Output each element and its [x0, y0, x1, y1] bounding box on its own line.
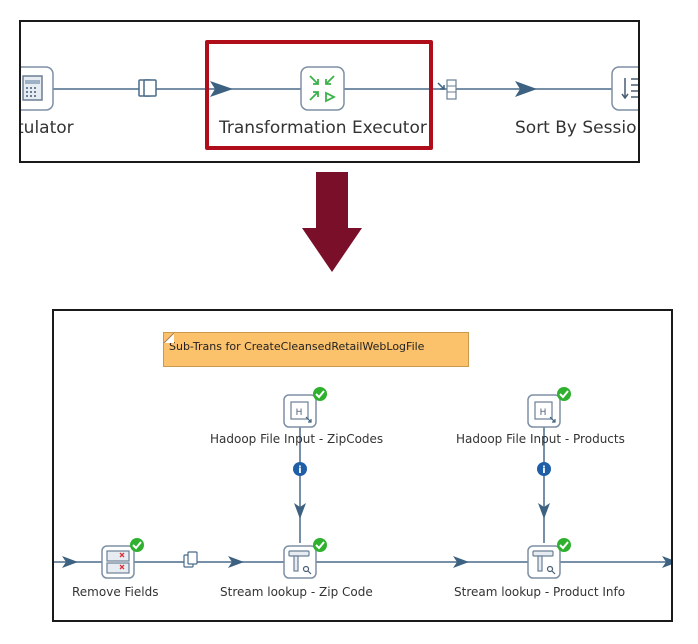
sub-transformation-canvas: Sub-Trans for CreateCleansedRetailWebLog… — [52, 309, 673, 622]
step-label-stream-lookup-zip: Stream lookup - Zip Code — [220, 585, 373, 599]
step-label-hadoop-products: Hadoop File Input - Products — [456, 432, 625, 446]
step-label-remove-fields: Remove Fields — [72, 585, 159, 599]
note-text: Sub-Trans for CreateCleansedRetailWebLog… — [169, 340, 425, 353]
transformation-executor-icon[interactable] — [300, 66, 345, 111]
highlight-box — [205, 40, 433, 150]
step-label-hadoop-zipcodes: Hadoop File Input - ZipCodes — [210, 432, 384, 446]
svg-text:H: H — [296, 408, 303, 418]
hop-arrowhead — [515, 81, 537, 97]
svg-text:H: H — [540, 408, 547, 418]
step-label-calculator: tulator — [19, 118, 74, 138]
hop-arrowhead — [662, 556, 671, 568]
bottom-hops-layer: i i H H — [54, 387, 671, 579]
calculator-icon[interactable] — [21, 66, 54, 111]
hop-arrowhead — [453, 556, 469, 568]
success-check-icon — [130, 538, 144, 552]
info-badge-icon[interactable]: i — [293, 462, 307, 476]
success-check-icon — [313, 538, 327, 552]
success-check-icon — [313, 387, 327, 401]
stream-lookup-product-info-step[interactable] — [527, 538, 571, 579]
copy-rows-icon[interactable] — [183, 551, 198, 568]
stream-lookup-zip-code-step[interactable] — [283, 538, 327, 579]
hop-arrowhead — [538, 503, 550, 519]
result-rows-icon[interactable] — [437, 79, 457, 100]
hadoop-file-input-products-step[interactable]: H — [527, 387, 571, 428]
note-fold-icon — [164, 333, 174, 343]
svg-text:i: i — [542, 465, 545, 476]
step-label-transformation-executor: Transformation Executor — [219, 118, 427, 138]
step-label-stream-lookup-product: Stream lookup - Product Info — [454, 585, 626, 599]
info-badge-icon[interactable]: i — [537, 462, 551, 476]
hop-arrowhead — [294, 503, 306, 519]
sort-rows-icon[interactable] — [611, 66, 640, 111]
hadoop-file-input-zipcodes-step[interactable]: H — [283, 387, 327, 428]
hop-arrowhead — [62, 556, 78, 568]
sub-trans-note[interactable]: Sub-Trans for CreateCleansedRetailWebLog… — [163, 332, 469, 367]
down-arrow-icon — [302, 172, 362, 272]
svg-text:i: i — [298, 465, 301, 476]
remove-fields-step[interactable] — [101, 538, 144, 579]
hop-arrowhead — [210, 81, 233, 97]
top-hops-layer — [21, 66, 640, 111]
success-check-icon — [557, 387, 571, 401]
top-transformation-canvas: tulator Transformation Executor Sort By … — [19, 20, 640, 163]
success-check-icon — [557, 538, 571, 552]
step-label-sort-by-session: Sort By Sessior — [515, 118, 640, 138]
copy-rows-icon[interactable] — [138, 79, 157, 97]
hop-arrowhead — [228, 556, 244, 568]
